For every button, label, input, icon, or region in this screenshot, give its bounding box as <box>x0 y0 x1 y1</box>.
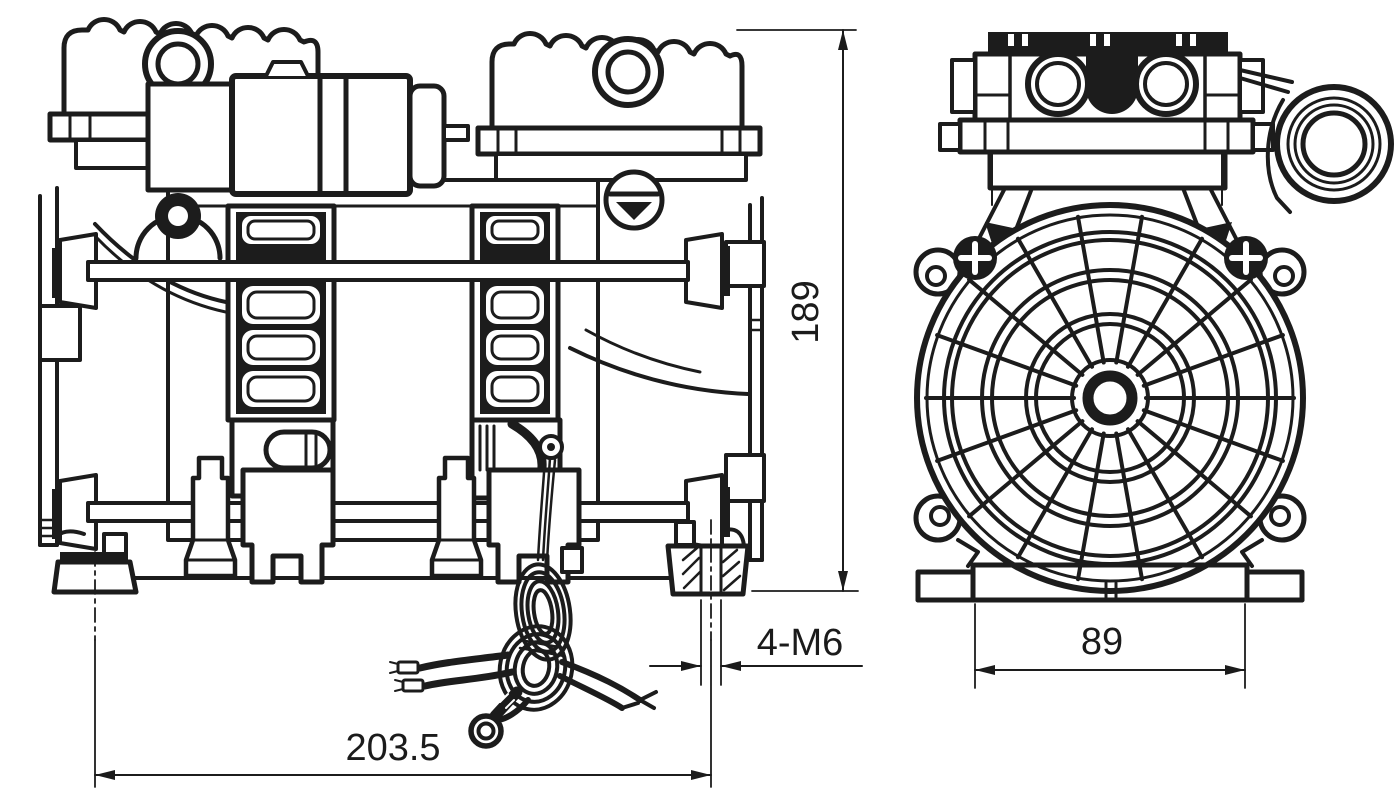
right-head-boss <box>592 36 664 108</box>
dimension-overall-width: 203.5 <box>94 519 712 788</box>
lead-wires-right <box>557 659 658 711</box>
right-mounting-foot <box>665 520 751 597</box>
dimension-label-foot-width: 89 <box>1081 621 1123 663</box>
right-outer-wall <box>724 196 766 562</box>
side-view <box>913 32 1394 603</box>
spade-terminal <box>401 678 425 693</box>
dimension-foot-width: 89 <box>974 603 1246 689</box>
wire-coil <box>497 562 575 712</box>
spade-terminal <box>396 660 420 675</box>
head-screw <box>603 169 665 231</box>
ear-hole <box>1273 265 1295 287</box>
left-outer-wall <box>38 186 82 547</box>
tie-rod-upper <box>86 260 690 282</box>
front-view <box>38 17 766 749</box>
lead-wires-left <box>389 651 516 693</box>
side-base <box>915 538 1305 603</box>
bearing-boss <box>133 193 223 261</box>
notched-bracket-left <box>240 467 336 585</box>
terminal-pin <box>442 124 470 142</box>
fan-cover <box>914 202 1306 594</box>
dimension-label-mounting-thread: 4-M6 <box>757 622 844 664</box>
side-head <box>938 32 1275 206</box>
dimension-overall-height: 189 <box>736 29 859 592</box>
ring-terminal <box>468 713 504 749</box>
right-vent-column <box>469 203 561 423</box>
ear-hole <box>929 505 951 527</box>
rubber-mount-right <box>429 455 484 579</box>
wire-harness <box>389 456 658 749</box>
left-mounting-foot <box>51 529 139 595</box>
fan-grille <box>924 214 1296 582</box>
dimension-mounting-thread: 4-M6 <box>649 599 863 686</box>
tie-rod-lower <box>86 501 690 523</box>
rubber-mount-left <box>183 455 238 579</box>
fan-hub <box>1082 370 1138 426</box>
tie-rods <box>52 232 730 551</box>
side-foot-left <box>915 569 976 603</box>
cover-screws <box>925 236 1295 527</box>
ear-hole <box>925 265 947 287</box>
dimension-label-overall-height: 189 <box>785 280 827 343</box>
capacitor-cylinder <box>145 60 470 197</box>
left-vent-column <box>225 203 337 423</box>
ground-wire <box>468 686 531 749</box>
coiled-tube <box>1238 68 1394 214</box>
dimension-label-overall-width: 203.5 <box>345 727 440 769</box>
right-cylinder-head <box>475 31 763 231</box>
bottom-structures <box>51 455 751 597</box>
dimensions: 203.5 189 4-M6 89 <box>94 29 1246 788</box>
ear-hole <box>1269 505 1291 527</box>
wire-strands <box>536 456 557 564</box>
thread-hatching <box>681 546 742 592</box>
head-fin-notches <box>1008 34 1196 46</box>
side-foot-right <box>1244 569 1305 603</box>
